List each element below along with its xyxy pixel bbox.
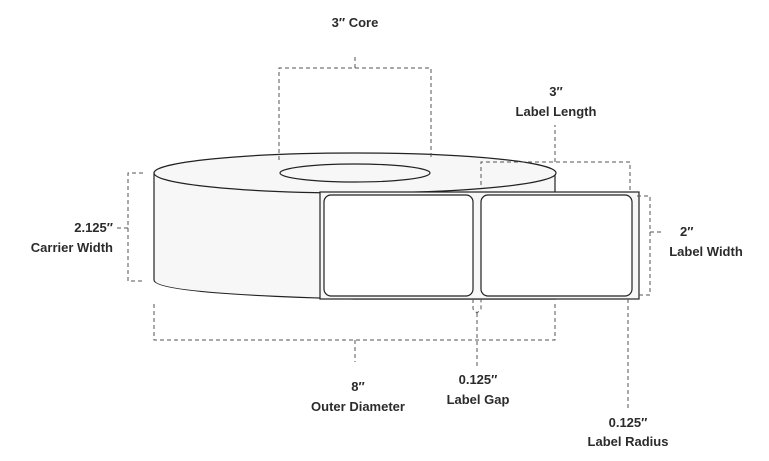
label-gap-text: Label Gap <box>447 392 510 407</box>
label-width-value: 2″ <box>680 224 693 239</box>
core-dimension <box>278 54 432 160</box>
label-radius-value: 0.125″ <box>609 415 648 430</box>
carrier-width-value: 2.125″ <box>74 220 113 235</box>
carrier-width-text: Carrier Width <box>31 240 113 255</box>
carrier-width-dimension <box>116 172 143 282</box>
outer-diameter-dimension <box>153 304 556 362</box>
roll-core <box>279 163 431 183</box>
outer-diameter-text: Outer Diameter <box>311 399 405 414</box>
label-radius-text: Label Radius <box>588 434 669 449</box>
outer-diameter-value: 8″ <box>351 379 364 394</box>
core-text: 3″ Core <box>332 15 379 30</box>
label-width-dimension <box>637 195 662 296</box>
label-2 <box>480 194 633 297</box>
label-length-dimension <box>480 125 631 192</box>
label-gap-dimension <box>472 299 482 366</box>
label-1 <box>323 194 474 297</box>
label-length-value: 3″ <box>549 84 562 99</box>
label-width-text: Label Width <box>669 244 743 259</box>
label-length-text: Label Length <box>516 104 597 119</box>
label-gap-value: 0.125″ <box>459 372 498 387</box>
